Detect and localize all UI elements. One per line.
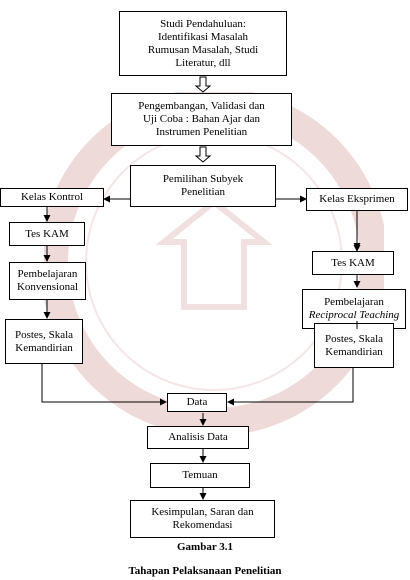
edge-postes-right-data	[227, 368, 354, 406]
node-analisis-data: Analisis Data	[147, 426, 249, 449]
node-pembelajaran-label: Pembelajaran	[324, 296, 384, 308]
edge-pengembangan-pemilihan	[194, 146, 212, 163]
node-pembelajaran-reciprocal: Pembelajaran Reciprocal Teaching	[302, 289, 406, 329]
figure-title: Tahapan Pelaksanaan Penelitian	[128, 565, 282, 577]
node-postes-left: Postes, Skala Kemandirian	[5, 319, 83, 364]
node-kesimpulan: Kesimpulan, Saran dan Rekomendasi	[130, 500, 275, 538]
figure-label: Gambar 3.1	[176, 541, 234, 553]
node-tes-kam-right: Tes KAM	[312, 251, 394, 275]
node-data: Data	[167, 393, 227, 412]
edge-studi-pengembangan	[194, 76, 212, 93]
node-studi-pendahuluan: Studi Pendahuluan: Identifikasi Masalah …	[119, 11, 287, 76]
edge-postes-left-data	[41, 364, 167, 406]
node-kelas-kontrol: Kelas Kontrol	[0, 188, 104, 207]
node-kelas-eksperimen: Kelas Eksprimen	[306, 188, 408, 211]
node-postes-right: Postes, Skala Kemandirian	[314, 323, 394, 368]
node-pemilihan-subyek: Pemilihan Subyek Penelitian	[130, 165, 276, 207]
node-pengembangan: Pengembangan, Validasi dan Uji Coba : Ba…	[111, 93, 292, 146]
node-tes-kam-left: Tes KAM	[9, 222, 85, 246]
node-temuan: Temuan	[150, 463, 250, 488]
node-reciprocal-teaching-label: Reciprocal Teaching	[308, 309, 400, 321]
node-pembelajaran-konvensional: Pembelajaran Konvensional	[9, 262, 86, 300]
